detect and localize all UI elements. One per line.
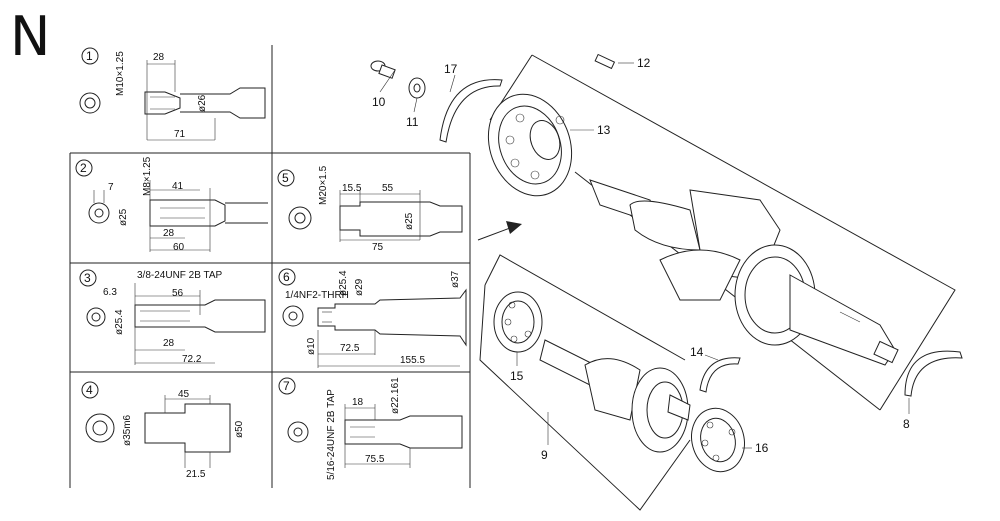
- callout-13: 13: [597, 123, 611, 137]
- crankshaft-upper-assembly: [370, 53, 963, 411]
- panel-1-len-total: 71: [174, 129, 186, 140]
- crankshaft-lower-assembly: [479, 254, 745, 511]
- pointer-arrow: [477, 221, 522, 241]
- panel-7-tap: 5/16-24UNF 2B TAP: [326, 389, 337, 480]
- panel-6-dia-b: ø29: [354, 278, 365, 296]
- panel-6-len-a: 72.5: [340, 343, 360, 354]
- panel-6-number: 6: [283, 270, 290, 284]
- panel-4-len-a: 45: [178, 389, 190, 400]
- shaft-panel-6: 6 1/4NF2-THRH ø25.4 ø29 ø37 ø10 72.5 155…: [278, 268, 467, 368]
- section-letter: N: [10, 5, 51, 68]
- callout-15: 15: [510, 369, 524, 383]
- shaft-panel-1: 1 M10×1.25 28 ø26 71: [79, 47, 266, 141]
- bearing-15: [493, 291, 543, 353]
- panel-1-len-a: 28: [153, 52, 165, 63]
- shaft-panel-5: 5 M20×1.5 15.5 55 ø25 75: [277, 165, 463, 253]
- panel-3-number: 3: [84, 271, 91, 285]
- panel-1-number: 1: [86, 49, 93, 63]
- panel-1-end-view: [79, 92, 101, 114]
- panel-5-number: 5: [282, 171, 289, 185]
- panel-2-number: 2: [80, 161, 87, 175]
- panel-6-dia-d: ø10: [306, 337, 317, 355]
- bearing-13: [487, 93, 573, 197]
- bolt-10: [370, 60, 396, 79]
- panel-5-thread: M20×1.5: [318, 165, 329, 205]
- callout-9: 9: [541, 448, 548, 462]
- panel-1-dia: ø26: [197, 94, 208, 112]
- washer-11: [408, 77, 426, 99]
- callouts: 10 11 17 12 13 14 15 16 9 8: [372, 56, 910, 462]
- ring-14: [699, 357, 741, 393]
- panel-4-dia-b: ø50: [234, 420, 245, 438]
- ring-8: [904, 350, 963, 397]
- panel-2-key: 7: [108, 182, 114, 193]
- panel-3-dia: ø25.4: [114, 309, 125, 335]
- panel-6-thread: 1/4NF2-THRH: [285, 290, 349, 301]
- crankshaft-main: [589, 179, 899, 366]
- panel-2-len-b: 28: [163, 228, 175, 239]
- crankshaft-lower: [539, 339, 691, 453]
- panel-2-len-a: 41: [172, 181, 184, 192]
- bearing-16: [691, 407, 745, 473]
- panel-4-dia-a: ø35m6: [122, 414, 133, 446]
- shaft-panel-3: 3 3/8-24UNF 2B TAP 6.3 ø25.4 56 28 72.2: [79, 269, 266, 365]
- panel-1-thread: M10×1.25: [115, 51, 126, 96]
- shaft-panel-2: 2 7 M8×1.25 ø25 41 28 60: [75, 156, 268, 253]
- callout-11: 11: [406, 115, 419, 129]
- panel-5-dia: ø25: [404, 212, 415, 230]
- panel-5-len-b: 55: [382, 183, 394, 194]
- panel-6-len-total: 155.5: [400, 355, 425, 366]
- shaft-panel-7: 7 5/16-24UNF 2B TAP 18 ø22.161 75.5: [278, 377, 463, 480]
- panel-5-len-total: 75: [372, 242, 384, 253]
- panel-2-thread: M8×1.25: [142, 156, 153, 196]
- callout-8: 8: [903, 417, 910, 431]
- panel-6-dia-c: ø37: [450, 270, 461, 288]
- panel-4-number: 4: [86, 383, 93, 397]
- ring-17: [439, 79, 503, 143]
- panel-7-number: 7: [283, 379, 290, 393]
- panel-grid: [69, 45, 471, 488]
- panel-7-dia: ø22.161: [390, 377, 401, 414]
- callout-10: 10: [372, 95, 386, 109]
- panel-2-dia: ø25: [118, 208, 129, 226]
- callout-14: 14: [690, 345, 704, 359]
- callout-12: 12: [637, 56, 651, 70]
- shaft-panel-4: 4 ø35m6 45 ø50 21.5: [81, 381, 245, 480]
- panel-2-len-total: 60: [173, 242, 185, 253]
- key-12: [594, 53, 616, 70]
- panel-6-dia-a: ø25.4: [338, 270, 349, 296]
- panel-7-len-a: 18: [352, 397, 364, 408]
- panel-4-len-b: 21.5: [186, 469, 206, 480]
- panel-7-len-total: 75.5: [365, 454, 385, 465]
- callout-16: 16: [755, 441, 769, 455]
- panel-3-key: 6.3: [103, 287, 117, 298]
- panel-3-tap: 3/8-24UNF 2B TAP: [137, 270, 223, 281]
- callout-17: 17: [444, 62, 458, 76]
- panel-1-number-circle: [81, 47, 99, 65]
- panel-5-len-a: 15.5: [342, 183, 362, 194]
- panel-3-len-total: 72.2: [182, 354, 202, 365]
- panel-3-len-b: 28: [163, 338, 175, 349]
- panel-3-len-a: 56: [172, 288, 184, 299]
